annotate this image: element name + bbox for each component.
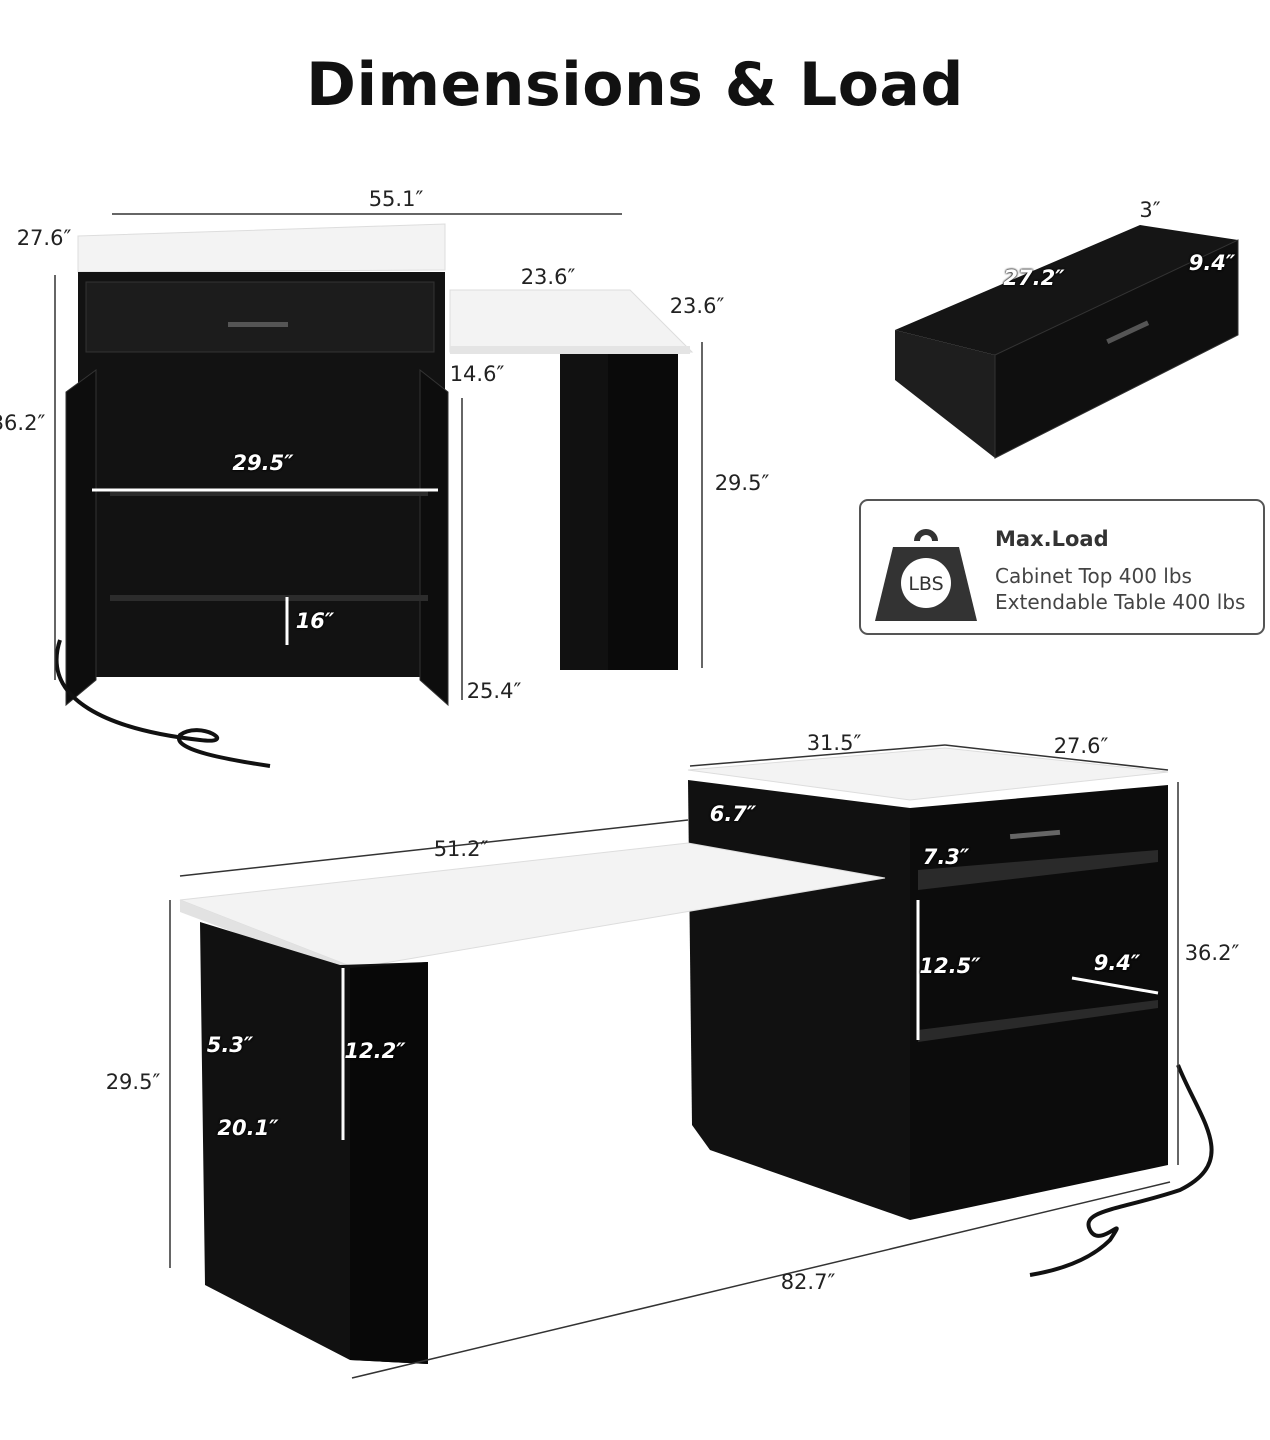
dim-label-leg-shelf-height: 12.2″ — [344, 1039, 406, 1063]
kitchen-island-view — [179, 747, 1214, 1364]
dim-label-island-width: 31.5″ — [806, 731, 862, 755]
dim-label-table-height: 29.5″ — [714, 471, 770, 495]
weight-lbs-icon: LBS — [875, 529, 977, 621]
dim-label-leg-shelf-depth: 5.3″ — [206, 1033, 254, 1057]
max-load-panel: LBS Max.Load Cabinet Top 400 lbs Extenda… — [859, 499, 1265, 635]
max-load-heading: Max.Load — [995, 527, 1109, 551]
dim-label-island-drawer-height: 7.3″ — [922, 845, 970, 869]
extension-table-view — [449, 289, 694, 670]
dim-label-drawer-depth: 9.4″ — [1188, 251, 1236, 275]
cabinet-front-view — [54, 223, 449, 768]
dim-label-leg-height: 29.5″ — [105, 1070, 161, 1094]
dim-label-clearance: 25.4″ — [466, 679, 522, 703]
dim-label-total-length: 82.7″ — [780, 1270, 836, 1294]
dim-label-outlet-height: 6.7″ — [709, 802, 757, 826]
dim-label-leg-shelf-width: 20.1″ — [217, 1116, 279, 1140]
dim-label-shelf-height: 16″ — [295, 609, 335, 633]
dim-label-island-depth: 27.6″ — [1053, 734, 1109, 758]
drawer-view — [895, 225, 1239, 459]
max-load-cabinet-top: Cabinet Top 400 lbs — [995, 564, 1192, 588]
dim-label-island-shelf-height: 12.5″ — [919, 954, 981, 978]
dim-label-door-gap: 14.6″ — [449, 362, 505, 386]
dim-label-extended-table-width: 51.2″ — [433, 837, 489, 861]
dim-label-depth: 27.6″ — [16, 226, 72, 250]
max-load-extendable-table: Extendable Table 400 lbs — [995, 590, 1246, 614]
dimension-lines — [54, 213, 1179, 1379]
dim-label-island-shelf-depth: 9.4″ — [1093, 951, 1141, 975]
dim-label-shelf-width: 29.5″ — [232, 451, 294, 475]
dim-label-table-depth: 23.6″ — [669, 294, 725, 318]
dim-label-height: 36.2″ — [0, 411, 46, 435]
dim-label-drawer-length: 27.2″ — [1003, 266, 1065, 290]
dim-label-island-height: 36.2″ — [1184, 941, 1240, 965]
dim-label-overall-width: 55.1″ — [368, 187, 424, 211]
dim-label-table-width: 23.6″ — [520, 265, 576, 289]
weight-icon-text: LBS — [908, 573, 943, 595]
page-title: Dimensions & Load — [306, 50, 964, 120]
dim-label-drawer-height: 3″ — [1139, 198, 1161, 222]
